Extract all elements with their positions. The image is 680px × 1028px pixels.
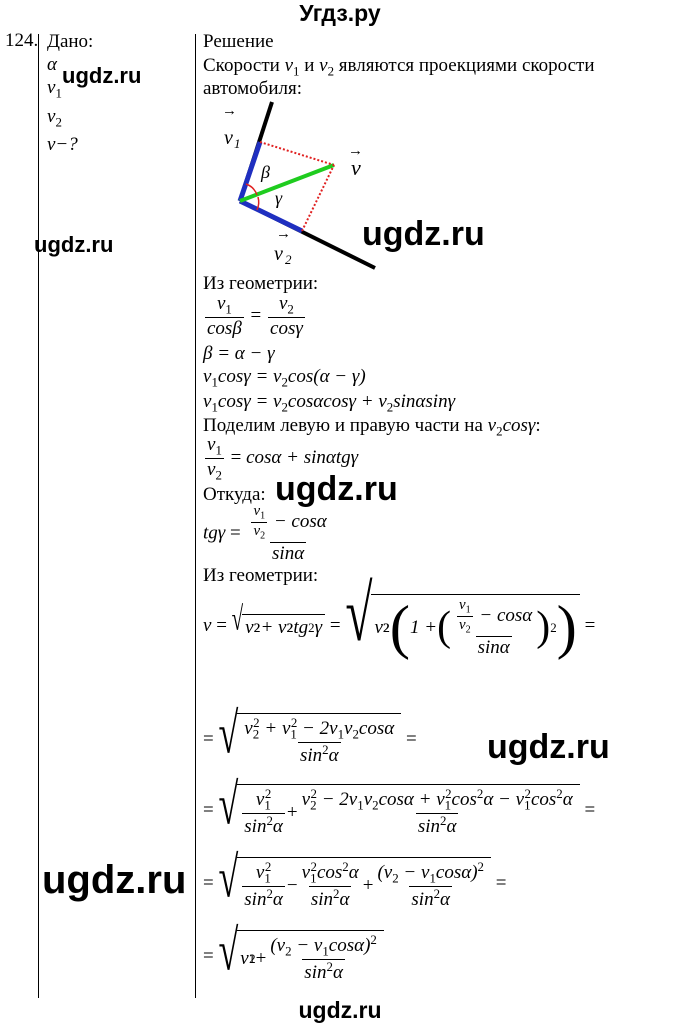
given-block: Дано: α v1 v2 v−? (47, 30, 93, 156)
geometry-label-2: Из геометрии: (203, 565, 319, 586)
gamma-label: γ (275, 188, 283, 208)
angle-beta-arc (245, 183, 258, 196)
v-arrow-label: → (348, 143, 363, 159)
watermark-3: ugdz.ru (362, 215, 485, 253)
projection-line-2 (301, 164, 335, 232)
eq-cos1: v1cosγ = v2cos(α − γ) (203, 366, 366, 390)
solution-intro-line2: автомобиля: (203, 78, 302, 99)
site-title: Угдз.ру (299, 0, 381, 26)
v2-component-vector (238, 198, 304, 234)
watermark-2: ugdz.ru (34, 232, 114, 257)
angle-gamma-arc (256, 196, 260, 211)
column-divider-right (195, 34, 196, 998)
problem-number: 124. (5, 30, 39, 51)
v2-sub-label: 2 (285, 252, 292, 267)
watermark-6: ugdz.ru (42, 858, 187, 902)
v1-arrow-label: → (222, 103, 237, 119)
watermark-4: ugdz.ru (275, 470, 398, 508)
geometry-label: Из геометрии: (203, 273, 319, 294)
solution-intro-line1: Скорости v1 и v2 являются проекциями ско… (203, 55, 595, 79)
solution-heading: Решение (203, 31, 274, 52)
given-v2: v2 (47, 105, 62, 130)
v-label: v (351, 155, 361, 180)
watermark-1: ugdz.ru (62, 63, 142, 88)
projection-line-1 (259, 141, 335, 166)
given-v1: v1 (47, 77, 62, 101)
given-v-unknown: v−? (47, 134, 78, 156)
v2-arrow-label: → (276, 226, 291, 242)
vector-diagram: → v 1 → v β γ → v 2 (222, 101, 376, 270)
eq-beta: β = α − γ (203, 343, 275, 364)
v2-label: v (274, 243, 283, 265)
v-resultant-vector (239, 163, 335, 203)
watermark-5: ugdz.ru (487, 728, 610, 766)
beta-label: β (260, 162, 270, 182)
footer-site-name: ugdz.ru (298, 997, 382, 1023)
given-label: Дано: (47, 31, 94, 52)
v1-label: v (224, 127, 233, 149)
whence-label: Откуда: (203, 484, 266, 505)
divide-text: Поделим левую и правую части на v2cosγ: (203, 415, 541, 439)
v1-sub-label: 1 (234, 136, 241, 151)
column-divider-left (38, 34, 39, 998)
eq-cos2: v1cosγ = v2cosαcosγ + v2sinαsinγ (203, 391, 456, 415)
v1-component-vector (237, 141, 263, 202)
given-alpha: α (47, 54, 57, 75)
